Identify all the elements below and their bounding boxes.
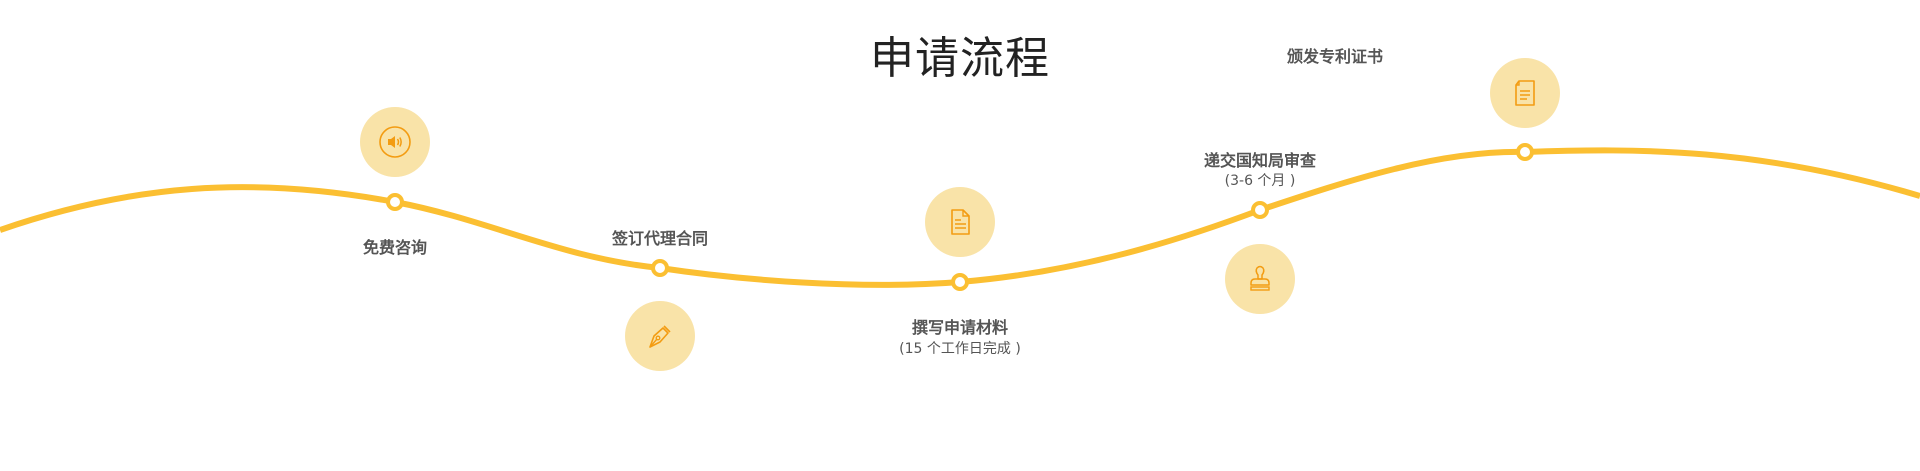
step-label-certificate: 颁发专利证书 bbox=[1286, 47, 1384, 66]
step-label-contract: 签订代理合同 bbox=[611, 229, 709, 248]
step-node-certificate bbox=[1516, 143, 1534, 161]
step-node-contract bbox=[651, 259, 669, 277]
step-sublabel-write: (15 个工作日完成 ) bbox=[899, 341, 1021, 357]
step-node-consult bbox=[386, 193, 404, 211]
step-icon-submit bbox=[1225, 244, 1295, 314]
step-icon-write bbox=[925, 187, 995, 257]
pen-nib-icon bbox=[649, 325, 671, 348]
stamp-icon bbox=[1250, 265, 1270, 291]
step-node-write bbox=[951, 273, 969, 291]
step-label-write: 撰写申请材料 bbox=[911, 318, 1009, 337]
speaker-icon bbox=[379, 126, 411, 158]
step-label-consult: 免费咨询 bbox=[362, 238, 428, 257]
step-icon-contract bbox=[625, 301, 695, 371]
step-node-submit bbox=[1251, 201, 1269, 219]
step-sublabel-submit: (3-6 个月 ) bbox=[1224, 173, 1296, 189]
step-icon-certificate bbox=[1490, 58, 1560, 128]
step-icon-consult bbox=[360, 107, 430, 177]
document-icon bbox=[951, 209, 970, 235]
certificate-icon bbox=[1515, 80, 1535, 106]
step-label-submit: 递交国知局审查 bbox=[1203, 151, 1317, 170]
page-title: 申请流程 bbox=[870, 33, 1050, 84]
